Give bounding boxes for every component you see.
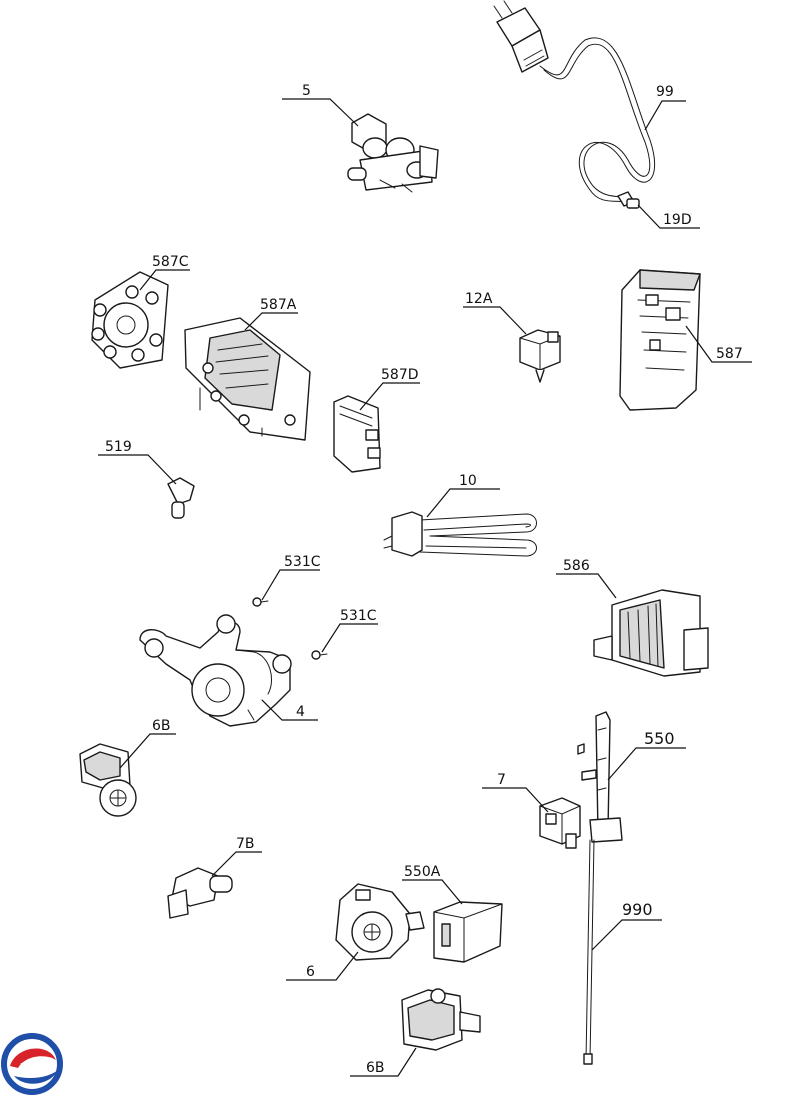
part-7b-valve [167, 867, 233, 919]
callout-587c: 587C [139, 254, 190, 291]
callout-7b: 7B [211, 836, 262, 877]
part-531c-screw-a [252, 597, 269, 607]
part-990-wire [583, 839, 595, 1065]
part-531c-screw-b [311, 650, 328, 660]
label-5: 5 [302, 83, 311, 99]
part-587-main-board [619, 269, 701, 411]
label-19d: 19D [663, 212, 692, 228]
callout-587d: 587D [359, 367, 420, 411]
label-7: 7 [497, 772, 506, 788]
part-5-inlet-valve [347, 113, 439, 193]
label-586: 586 [563, 558, 590, 574]
callout-586: 586 [556, 558, 617, 599]
callout-5: 5 [282, 83, 359, 127]
callout-587a: 587A [244, 297, 298, 331]
part-586-filter-box [593, 589, 709, 677]
part-550-bracket [577, 711, 623, 843]
part-6b-drain-pump-a [79, 743, 137, 817]
label-587d: 587D [381, 367, 419, 383]
callout-4: 4 [261, 699, 318, 721]
label-99: 99 [656, 84, 674, 100]
part-550a-filter [433, 901, 503, 963]
part-6-circulation-pump [335, 883, 425, 961]
label-531c-a: 531C [284, 554, 321, 570]
callout-19d: 19D [637, 204, 700, 229]
callout-519: 519 [98, 439, 177, 485]
label-587c: 587C [152, 254, 189, 270]
label-7b: 7B [236, 836, 255, 852]
part-519-fitting [167, 477, 195, 519]
part-587a-control-board [184, 317, 311, 441]
label-4: 4 [296, 704, 305, 720]
brand-swirl-logo [1, 1033, 63, 1095]
callout-587: 587 [685, 325, 752, 363]
label-531c-b: 531C [340, 608, 377, 624]
callout-990: 990 [591, 900, 662, 951]
callout-10: 10 [426, 473, 500, 518]
part-99-power-cord [493, 0, 656, 209]
label-6: 6 [306, 964, 315, 980]
label-990: 990 [622, 900, 653, 919]
label-12a: 12A [465, 291, 493, 307]
label-587a: 587A [260, 297, 297, 313]
part-10-heater [383, 511, 537, 557]
callout-7: 7 [482, 772, 549, 813]
callout-531c-a: 531C [261, 554, 321, 601]
label-550: 550 [644, 729, 675, 748]
part-587c-program-selector [91, 271, 169, 369]
label-587: 587 [716, 346, 743, 362]
label-6b-b: 6B [366, 1060, 385, 1076]
part-6b-drain-pump-b [401, 988, 481, 1051]
callout-99: 99 [644, 84, 686, 131]
callout-550a: 550A [402, 864, 463, 905]
callout-12a: 12A [463, 291, 527, 335]
callout-550: 550 [607, 729, 686, 781]
part-587d-module [333, 395, 381, 473]
label-6b-a: 6B [152, 718, 171, 734]
part-12a-pressure-switch [519, 329, 561, 383]
callout-6b-a: 6B [119, 718, 176, 769]
callout-531c-b: 531C [321, 608, 378, 653]
callout-6b-b: 6B [350, 1047, 417, 1077]
label-10: 10 [459, 473, 477, 489]
part-4-motor [139, 614, 292, 727]
label-550a: 550A [404, 864, 441, 880]
callout-6: 6 [286, 951, 359, 981]
part-7-door-lock [539, 797, 581, 849]
label-519: 519 [105, 439, 132, 455]
